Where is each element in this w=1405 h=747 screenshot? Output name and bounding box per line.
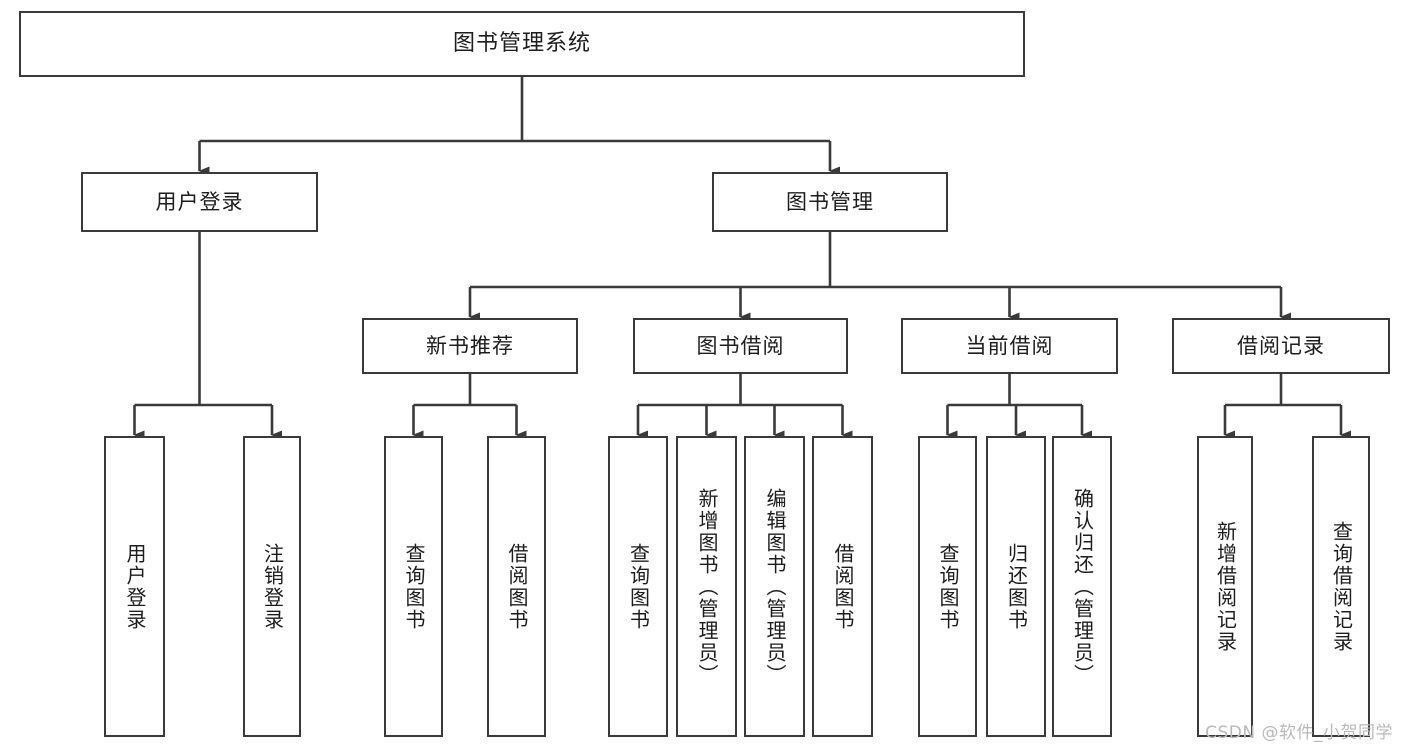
node-leaf-rec-1[interactable]: 新增借阅记录 [1197, 436, 1253, 737]
node-label: 图书管理系统 [452, 31, 591, 57]
node-newbook[interactable]: 新书推荐 [362, 318, 578, 374]
node-label: 用户登录 [123, 542, 147, 631]
node-label: 编辑图书（管理员） [763, 487, 787, 686]
node-bookmgmt[interactable]: 图书管理 [712, 172, 948, 232]
node-leaf-bor-2[interactable]: 新增图书（管理员） [676, 436, 737, 737]
node-label: 新书推荐 [426, 333, 514, 358]
node-leaf-bor-1[interactable]: 查询图书 [608, 436, 668, 737]
node-label: 查询借阅记录 [1329, 520, 1354, 653]
node-leaf-new-1[interactable]: 查询图书 [384, 436, 443, 737]
node-label: 新增借阅记录 [1213, 520, 1238, 653]
node-leaf-new-2[interactable]: 借阅图书 [487, 436, 546, 737]
node-leaf-login-2[interactable]: 注销登录 [243, 436, 301, 737]
node-borrow[interactable]: 图书借阅 [633, 318, 848, 374]
node-label: 注销登录 [260, 542, 285, 631]
node-label: 图书借阅 [696, 333, 785, 358]
node-label: 用户登录 [155, 189, 244, 214]
watermark-text: CSDN @软件_小贺同学 [1205, 723, 1393, 743]
node-label: 查询图书 [626, 542, 651, 631]
node-leaf-bor-4[interactable]: 借阅图书 [812, 436, 873, 737]
node-records[interactable]: 借阅记录 [1172, 318, 1390, 374]
node-leaf-rec-2[interactable]: 查询借阅记录 [1312, 436, 1370, 737]
node-label: 当前借阅 [965, 333, 1054, 358]
node-leaf-login-1[interactable]: 用户登录 [104, 436, 165, 737]
node-label: 图书管理 [786, 189, 874, 214]
node-root[interactable]: 图书管理系统 [19, 11, 1025, 77]
node-label: 确认归还（管理员） [1070, 487, 1095, 686]
node-label: 归还图书 [1004, 542, 1029, 631]
node-leaf-cur-2[interactable]: 归还图书 [986, 436, 1046, 737]
node-label: 新增图书（管理员） [695, 487, 719, 686]
node-label: 借阅记录 [1237, 333, 1325, 358]
node-leaf-cur-3[interactable]: 确认归还（管理员） [1052, 436, 1112, 737]
node-label: 查询图书 [936, 542, 960, 631]
node-login[interactable]: 用户登录 [81, 172, 318, 232]
node-label: 查询图书 [402, 542, 426, 631]
node-current[interactable]: 当前借阅 [901, 318, 1118, 374]
node-label: 借阅图书 [505, 542, 529, 631]
node-label: 借阅图书 [831, 542, 855, 631]
node-leaf-cur-1[interactable]: 查询图书 [918, 436, 977, 737]
node-leaf-bor-3[interactable]: 编辑图书（管理员） [744, 436, 805, 737]
